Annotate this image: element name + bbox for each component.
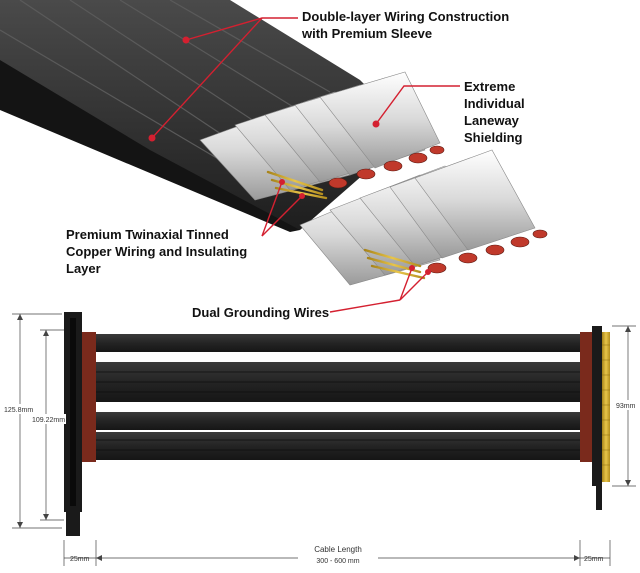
- callout-laneway: Extreme Individual Laneway Shielding: [464, 78, 525, 146]
- lower-lanes: [299, 149, 548, 286]
- callout-laneway-line2: Individual: [464, 96, 525, 111]
- callout-grounding-line1: Dual Grounding Wires: [192, 305, 330, 320]
- upper-lanes: [199, 71, 445, 201]
- callout-double-layer-line2: with Premium Sleeve: [302, 26, 433, 41]
- callout-laneway-line1: Extreme: [464, 79, 516, 94]
- callout-laneway-line3: Laneway: [464, 113, 519, 128]
- sleeve-ridges: [0, 0, 331, 161]
- dim-cable-length-label: Cable Length: [314, 545, 362, 554]
- dim-right-height: 93mm: [616, 403, 636, 410]
- callout-laneway-line4: Shielding: [464, 130, 523, 145]
- dim-cable-length-range: 300 - 600 mm: [316, 558, 359, 565]
- callout-twinaxial-line1: Premium Twinaxial Tinned: [66, 227, 229, 242]
- callout-grounding: Dual Grounding Wires: [192, 304, 329, 321]
- pcie-slot-connector: [64, 312, 96, 536]
- cable-cross-section: [0, 0, 548, 313]
- callout-twinaxial: Premium Twinaxial Tinned Copper Wiring a…: [66, 226, 247, 277]
- callout-double-layer-line1: Double-layer Wiring Construction: [302, 9, 510, 24]
- dim-left-inner: 109.22mm: [32, 417, 65, 424]
- leader-lines: [151, 17, 460, 313]
- pcie-edge-connector: [580, 326, 610, 510]
- leader-dots: [148, 36, 431, 275]
- ribbon-cable: [96, 334, 580, 460]
- dim-right-width: 25mm: [584, 556, 604, 563]
- dimension-lines: [12, 313, 636, 566]
- callout-double-layer: Double-layer Wiring Construction with Pr…: [302, 8, 509, 42]
- callout-twinaxial-line2: Copper Wiring and Insulating: [66, 244, 248, 259]
- dimension-arrows: [17, 314, 631, 561]
- riser-cable-drawing: 125.8mm 109.22mm 93mm 25mm 25mm Cable Le…: [2, 312, 640, 566]
- dim-left-outer: 125.8mm: [4, 407, 33, 414]
- callout-twinaxial-line3: Layer: [66, 261, 101, 276]
- dim-left-width: 25mm: [70, 556, 90, 563]
